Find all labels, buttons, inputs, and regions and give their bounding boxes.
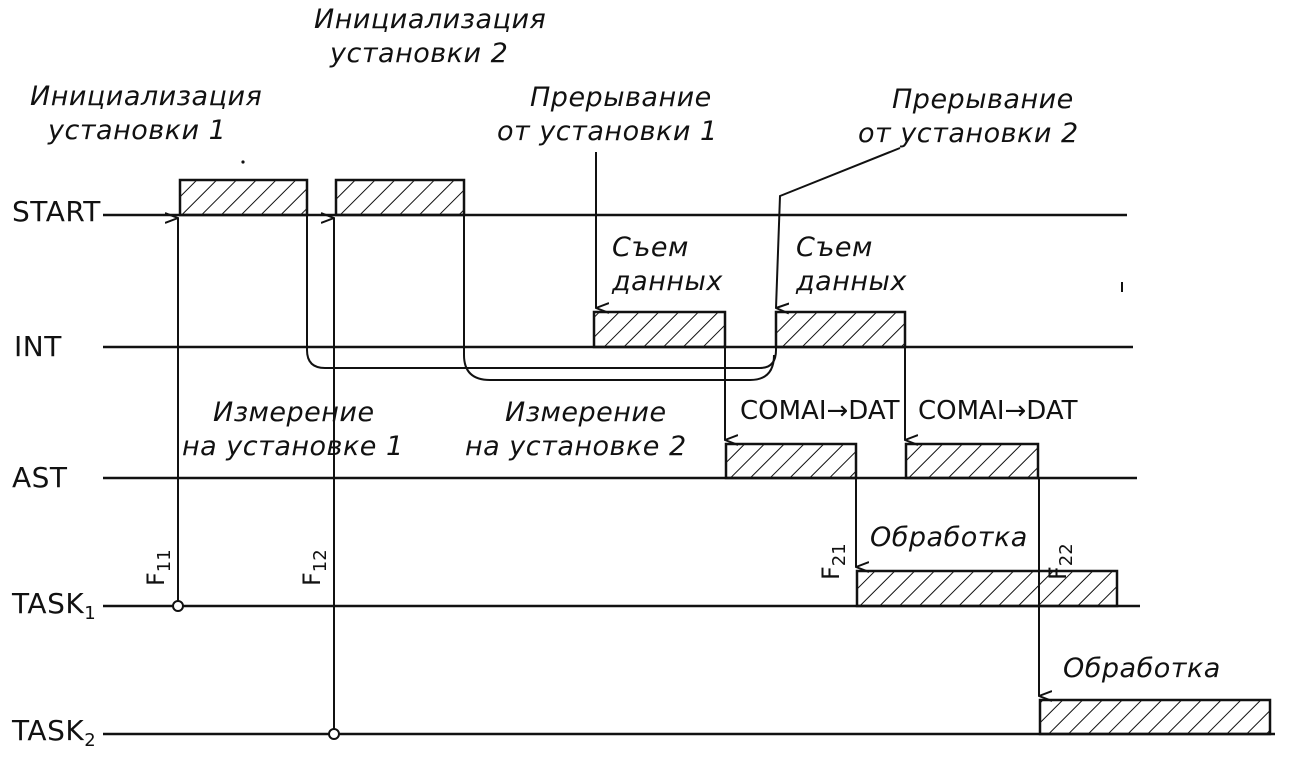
meas1-label-1: Измерение	[213, 397, 375, 428]
irq1-label-1: Прерывание	[530, 82, 712, 113]
read2-label-2: данных	[796, 266, 907, 297]
row-label-task1-sub: 1	[84, 603, 97, 624]
loop-1	[306, 215, 777, 369]
flag-f12-text: F	[298, 572, 326, 586]
f11-origin	[172, 600, 184, 612]
read1-label-2: данных	[612, 266, 723, 297]
copy2-label: COMAI→DAT	[918, 396, 1078, 426]
row-label-task2-sub: 2	[84, 730, 97, 751]
init2-label-2: установки 2	[330, 38, 509, 69]
flag-f22-sub: 22	[1056, 543, 1077, 567]
row-label-int: INT	[14, 330, 62, 363]
flag-f11: F11	[142, 549, 175, 586]
proc1-label: Обработка	[870, 522, 1028, 553]
f12-origin	[328, 728, 340, 740]
irq2-label-2: от установки 2	[858, 118, 1079, 149]
init1-label-1: Инициализация	[30, 81, 263, 112]
init1-label-2: установки 1	[48, 115, 227, 146]
row-label-task2-text: TASK	[12, 714, 85, 747]
irq1-label-2: от установки 1	[497, 116, 718, 147]
read2-label-1: Съем	[796, 232, 873, 263]
flag-f12: F12	[298, 549, 331, 586]
row-label-start: START	[12, 195, 101, 228]
row-label-task2: TASK2	[12, 714, 96, 750]
stray-dot	[241, 160, 245, 164]
row-label-task1-text: TASK	[12, 587, 85, 620]
int-pulse-1	[592, 310, 727, 349]
flag-f21-sub: 21	[829, 543, 850, 567]
meas2-label-2: на установке 2	[465, 431, 687, 462]
task1-pulse	[855, 569, 1119, 608]
row-label-ast: AST	[12, 461, 68, 494]
start-pulse-1	[178, 178, 309, 217]
irq2-label-1: Прерывание	[892, 84, 1074, 115]
flag-f21-text: F	[817, 566, 845, 580]
irq2-arrow	[776, 147, 901, 308]
meas2-label-1: Измерение	[505, 397, 667, 428]
loop-2	[463, 215, 775, 381]
copy1-label: COMAI→DAT	[740, 396, 900, 426]
meas1-label-2: на установке 1	[182, 431, 404, 462]
flag-f11-sub: 11	[154, 549, 175, 573]
proc2-label: Обработка	[1063, 653, 1221, 684]
start-pulse-2	[334, 178, 466, 217]
row-label-task1: TASK1	[12, 587, 96, 623]
int-pulse-2	[774, 310, 907, 349]
ast-pulse-2	[904, 442, 1040, 480]
flag-f21: F21	[817, 543, 850, 580]
task2-pulse	[1038, 698, 1272, 736]
flag-f22: F22	[1044, 543, 1077, 580]
flag-f12-sub: 12	[310, 549, 331, 573]
flag-f11-text: F	[142, 572, 170, 586]
ast-pulse-1	[724, 442, 858, 480]
flag-f22-text: F	[1044, 566, 1072, 580]
init2-label-1: Инициализация	[314, 4, 547, 35]
read1-label-1: Съем	[612, 232, 689, 263]
